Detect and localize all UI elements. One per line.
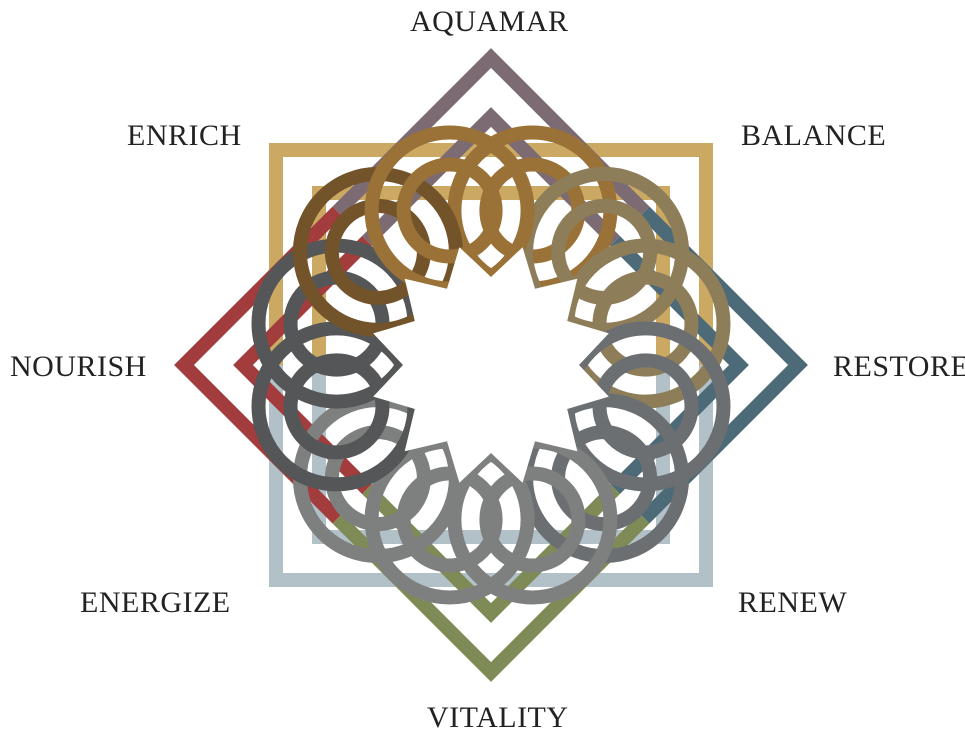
label-balance: BALANCE xyxy=(741,121,886,151)
centre-hole xyxy=(373,247,609,483)
label-aquamar: AQUAMAR xyxy=(410,7,569,37)
label-renew: RENEW xyxy=(738,588,847,618)
label-energize: ENERGIZE xyxy=(80,588,231,618)
label-restore: RESTORE xyxy=(833,352,965,382)
label-nourish: NOURISH xyxy=(10,352,147,382)
label-vitality: VITALITY xyxy=(427,703,569,733)
label-enrich: ENRICH xyxy=(127,121,242,151)
